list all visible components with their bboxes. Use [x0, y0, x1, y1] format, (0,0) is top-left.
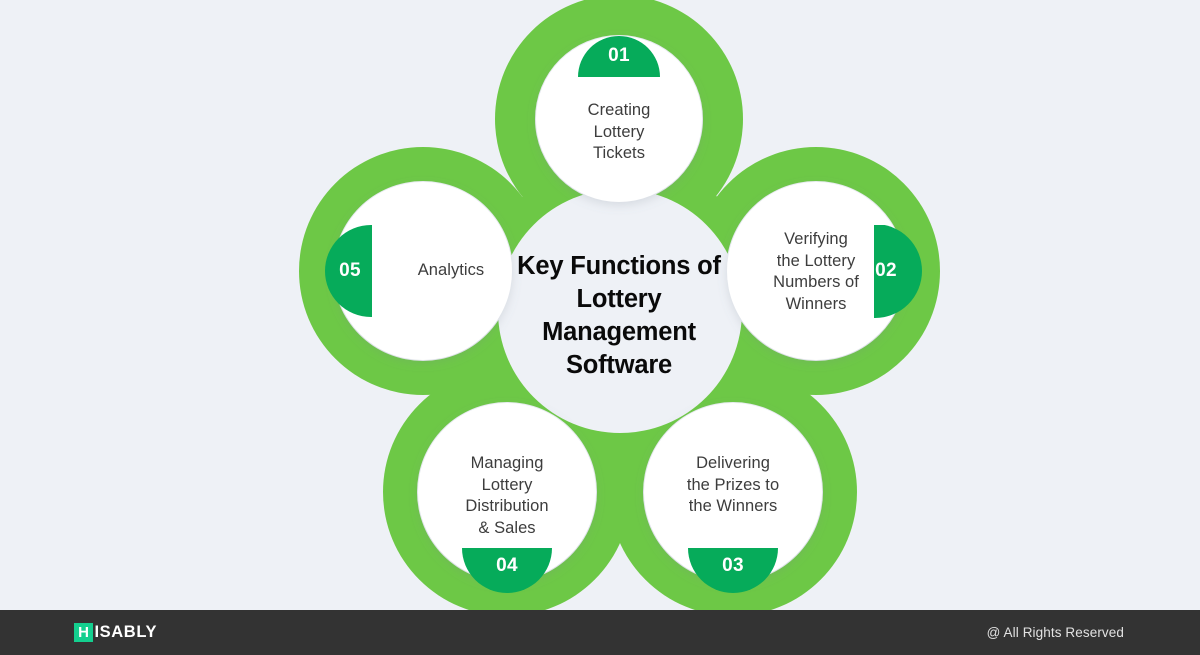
step-number-02: 02: [875, 260, 897, 281]
node-label-04-line-3: Distribution: [465, 497, 549, 515]
node-label-01-line-1: Creating: [587, 101, 651, 119]
step-badge-04[interactable]: [462, 503, 552, 593]
step-badge-02[interactable]: [828, 224, 922, 318]
step-number-04: 04: [496, 555, 518, 576]
copyright-text: @ All Rights Reserved: [986, 625, 1124, 640]
node-label-02: Verifying the Lottery Numbers of Winners: [736, 229, 896, 315]
node-label-01: Creating Lottery Tickets: [539, 100, 699, 165]
node-label-03-line-2: the Prizes to: [686, 475, 780, 494]
node-label-05: Analytics: [361, 260, 541, 282]
step-badge-05[interactable]: [325, 225, 417, 317]
node-label-01-line-2: Lottery: [593, 122, 645, 141]
node-circle-03[interactable]: [644, 403, 822, 581]
node-label-02-line-3: Numbers of: [773, 273, 859, 291]
node-label-03-line-1: Delivering: [696, 454, 770, 472]
node-circle-01[interactable]: [536, 36, 702, 202]
step-badge-03[interactable]: [688, 503, 778, 593]
page-title: Key Functions of Lottery Management Soft…: [517, 252, 721, 379]
step-badge-01[interactable]: [578, 36, 660, 118]
node-label-04: Managing Lottery Distribution & Sales: [427, 453, 587, 539]
logo-wordmark: ISABLY: [94, 623, 158, 641]
node-circle-04[interactable]: [418, 403, 596, 581]
node-label-04-line-4: & Sales: [478, 518, 536, 537]
lottery-functions-diagram: Key Functions of Lottery Management Soft…: [0, 0, 1200, 610]
node-label-04-line-2: Lottery: [481, 475, 533, 494]
flower-ring-graphic: [0, 0, 1200, 610]
node-label-04-line-1: Managing: [470, 454, 544, 472]
node-label-01-line-3: Tickets: [593, 144, 645, 162]
node-label-02-line-2: the Lottery: [776, 251, 856, 270]
node-label-03: Delivering the Prizes to the Winners: [653, 453, 813, 518]
brand-logo[interactable]: H ISABLY: [74, 623, 157, 642]
node-circle-02[interactable]: [727, 182, 905, 360]
node-label-02-line-1: Verifying: [784, 230, 848, 248]
node-circle-05[interactable]: [334, 182, 512, 360]
step-number-01: 01: [608, 45, 630, 66]
step-number-03: 03: [722, 555, 744, 576]
step-badges: [325, 36, 922, 593]
step-number-05: 05: [339, 260, 361, 281]
node-label-03-line-3: the Winners: [688, 497, 778, 515]
logo-mark-icon: H: [74, 623, 93, 642]
node-label-05-line-1: Analytics: [417, 261, 485, 279]
footer-bar: H ISABLY @ All Rights Reserved: [0, 610, 1200, 655]
node-label-02-line-4: Winners: [785, 294, 847, 313]
node-circles: [334, 36, 905, 581]
